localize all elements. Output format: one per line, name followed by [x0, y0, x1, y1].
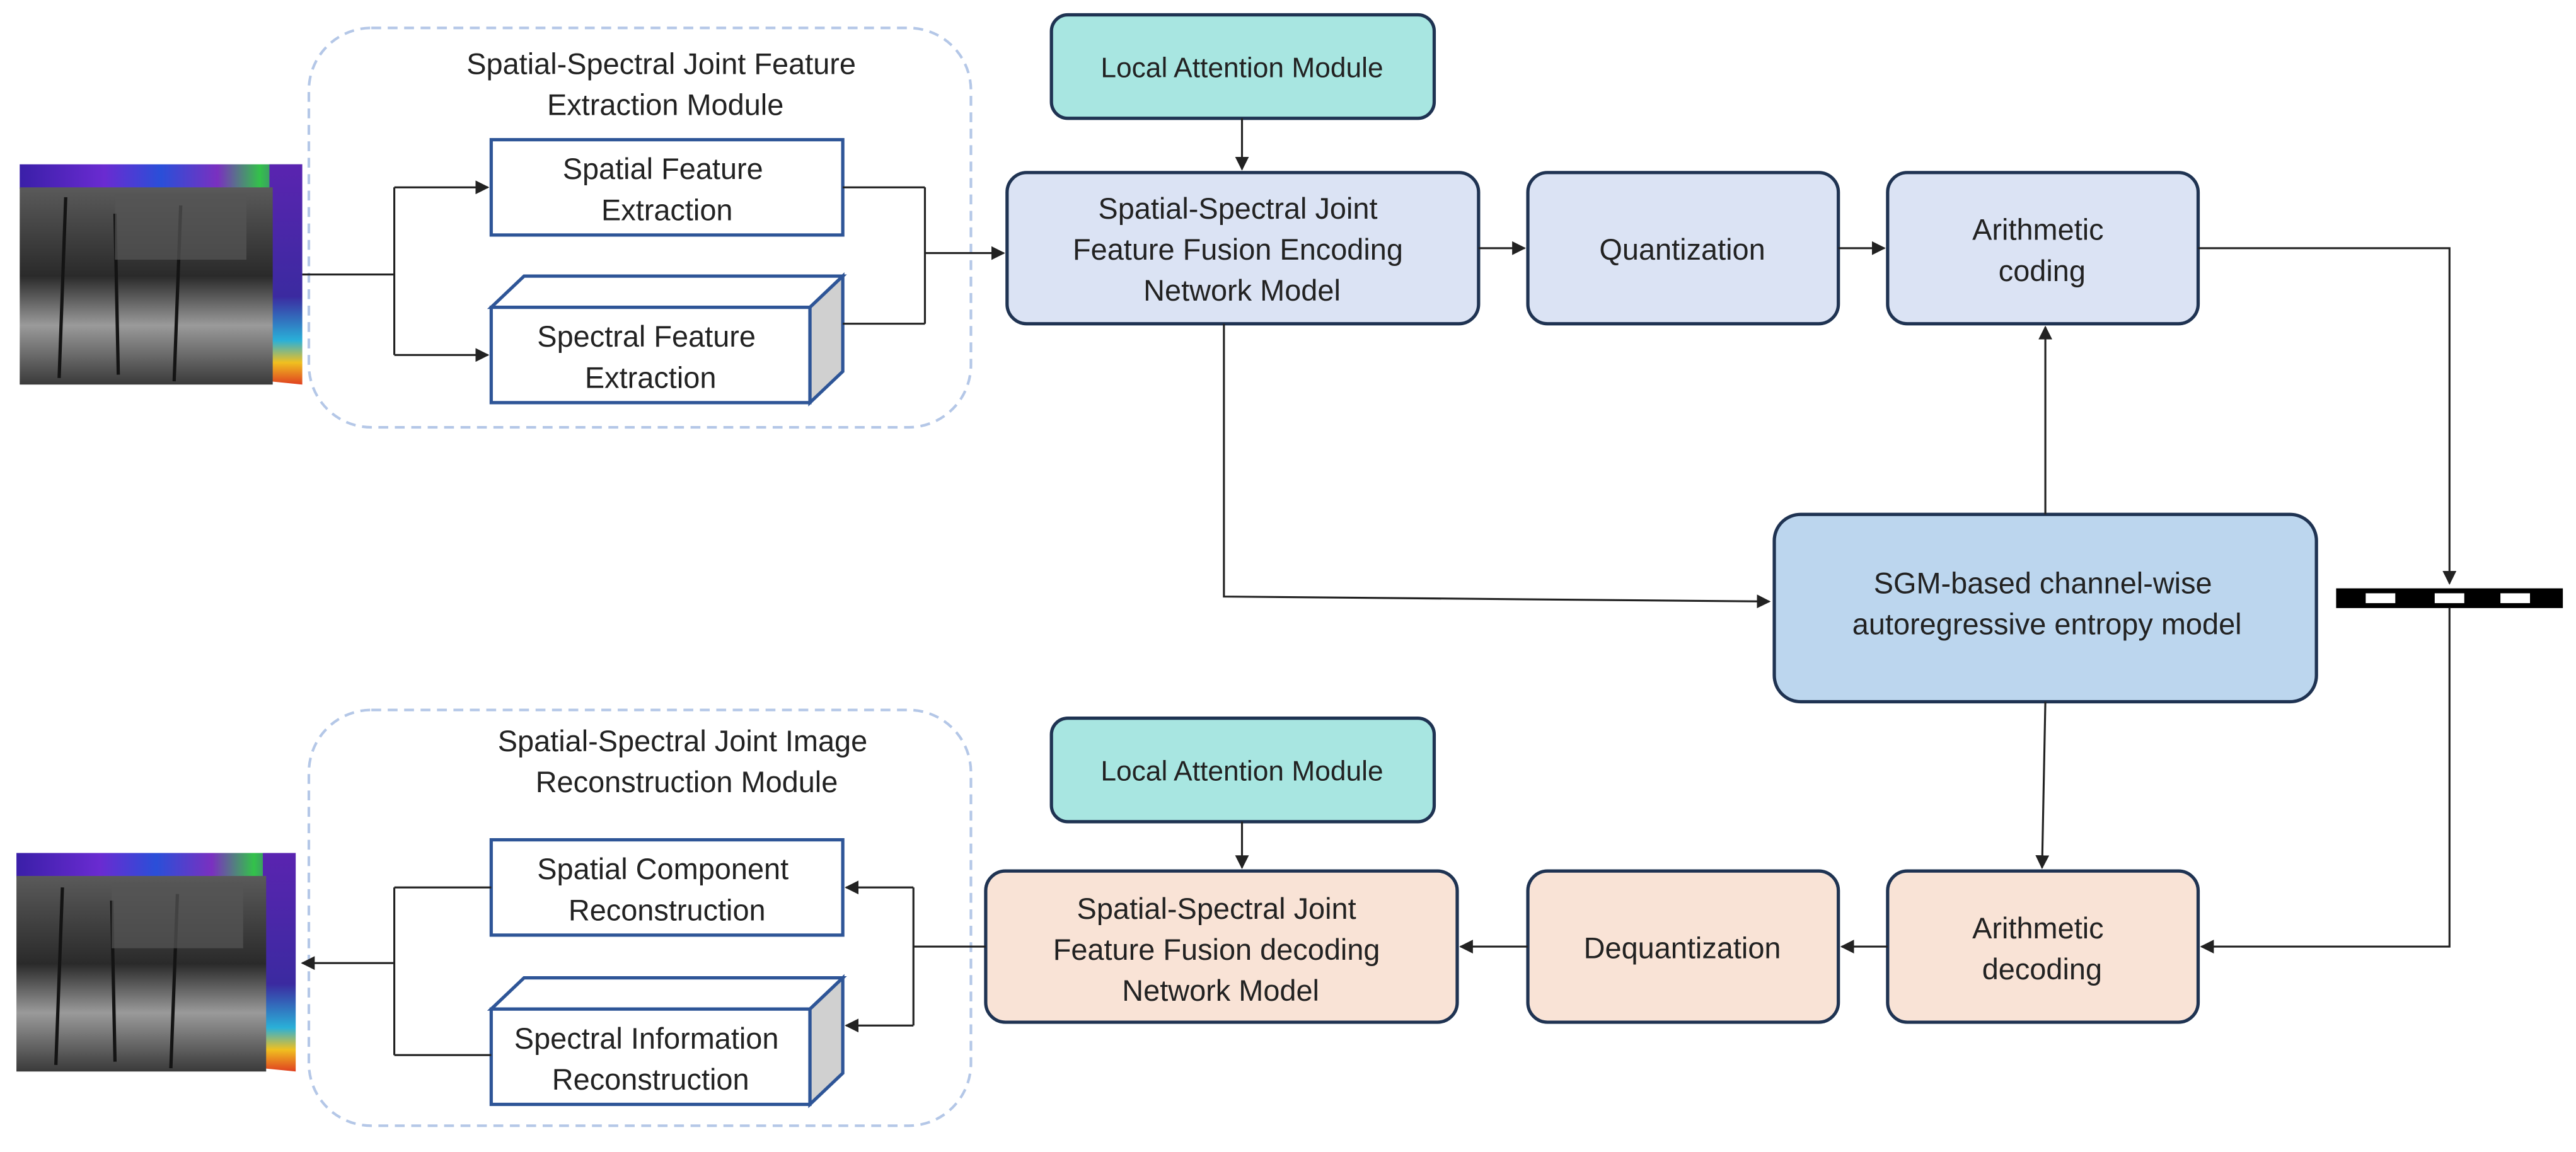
output-merge-connector [301, 886, 492, 1056]
spatial-component-box [489, 838, 845, 937]
coding-to-bitstream-arrow [2198, 247, 2457, 585]
decoder-group-frame [307, 708, 973, 1127]
spectral-information-label: Spectral Information Reconstruction [514, 1022, 787, 1096]
spectral-feature-extraction-box [487, 272, 847, 406]
spatial-component-label: Spatial Component Reconstruction [537, 853, 797, 926]
arithmetic-coding-box [1886, 171, 2200, 326]
decoding-network-label: Spatial-Spectral Joint Feature Fusion de… [1053, 892, 1389, 1007]
spectral-information-box [487, 974, 847, 1109]
decoder-group-title: Spatial-Spectral Joint Image Reconstruct… [498, 725, 876, 798]
entropy-model-label: SGM-based channel-wise autoregressive en… [1852, 567, 2242, 640]
spatial-feature-extraction-box [489, 138, 845, 237]
arithmetic-decoding-label: Arithmetic decoding [1972, 912, 2112, 986]
encoder-group-title: Spatial-Spectral Joint Feature Extractio… [466, 47, 864, 121]
output-hyperspectral-image [16, 853, 296, 1072]
encoder-local-attention-label: Local Attention Module [1100, 53, 1383, 84]
entropy-to-decoding-arrow [2035, 701, 2050, 870]
bitstream-to-decoding-arrow [2200, 608, 2451, 954]
bitstream-bar [2336, 588, 2563, 608]
quantization-label: Quantization [1599, 233, 1765, 266]
encoder-to-entropy-arrow [1223, 323, 1771, 609]
feature-merge-connector [843, 186, 1005, 325]
encoding-network-label: Spatial-Spectral Joint Feature Fusion En… [1073, 192, 1411, 307]
spatial-feature-extraction-label: Spatial Feature Extraction [563, 153, 771, 226]
arithmetic-decoding-box [1886, 869, 2200, 1024]
arithmetic-coding-label: Arithmetic coding [1972, 214, 2112, 287]
decoder-split-connector [845, 880, 986, 1033]
decoder-local-attention-label: Local Attention Module [1100, 756, 1383, 787]
input-hyperspectral-image [20, 164, 303, 385]
dequantization-label: Dequantization [1584, 931, 1781, 964]
encoder-group-frame [307, 26, 973, 429]
spectral-feature-extraction-label: Spectral Feature Extraction [537, 320, 764, 394]
input-split-connector [302, 180, 490, 362]
